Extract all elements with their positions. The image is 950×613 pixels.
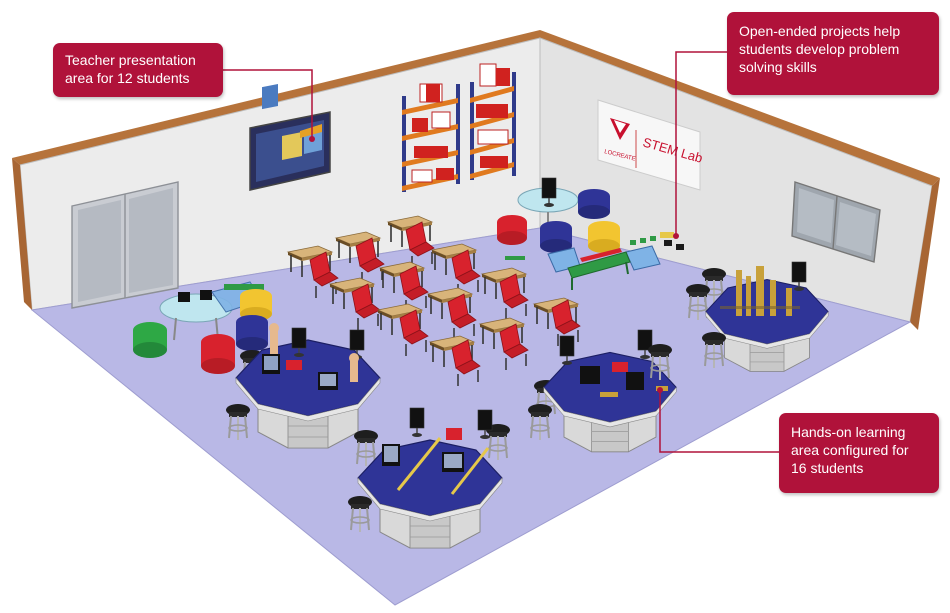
lab-table-front	[347, 403, 553, 549]
callout-handson-line-3: 16 students	[791, 460, 864, 476]
lab-table-front-center	[533, 329, 677, 453]
lab-table-back-right	[685, 261, 829, 372]
callout-open-ended-projects: Open-ended projects help students develo…	[727, 12, 939, 95]
project-build-area	[505, 232, 684, 290]
presentation-board	[249, 83, 331, 191]
callout-projects-line-1: Open-ended projects help	[739, 23, 901, 39]
callout-leaders	[220, 51, 779, 453]
window	[791, 181, 881, 263]
callout-teacher-presentation: Teacher presentation area for 12 student…	[53, 43, 223, 97]
callout-projects-line-3: solving skills	[739, 59, 817, 75]
left-collaboration-area	[133, 281, 272, 374]
storage-shelves	[402, 63, 516, 192]
lab-table-front-left	[225, 323, 381, 449]
callout-teacher-line-1: Teacher presentation	[65, 52, 196, 68]
back-collaboration-area	[497, 177, 620, 253]
callout-teacher-line-2: area for 12 students	[65, 70, 190, 86]
double-door	[71, 181, 179, 309]
callout-handson-line-2: area configured for	[791, 442, 909, 458]
stem-lab-sign: LOCREATE STEM Lab	[597, 99, 704, 191]
callout-handson-line-1: Hands-on learning	[791, 424, 906, 440]
callout-projects-line-2: students develop problem	[739, 41, 900, 57]
callout-hands-on-learning: Hands-on learning area configured for 16…	[779, 413, 939, 493]
